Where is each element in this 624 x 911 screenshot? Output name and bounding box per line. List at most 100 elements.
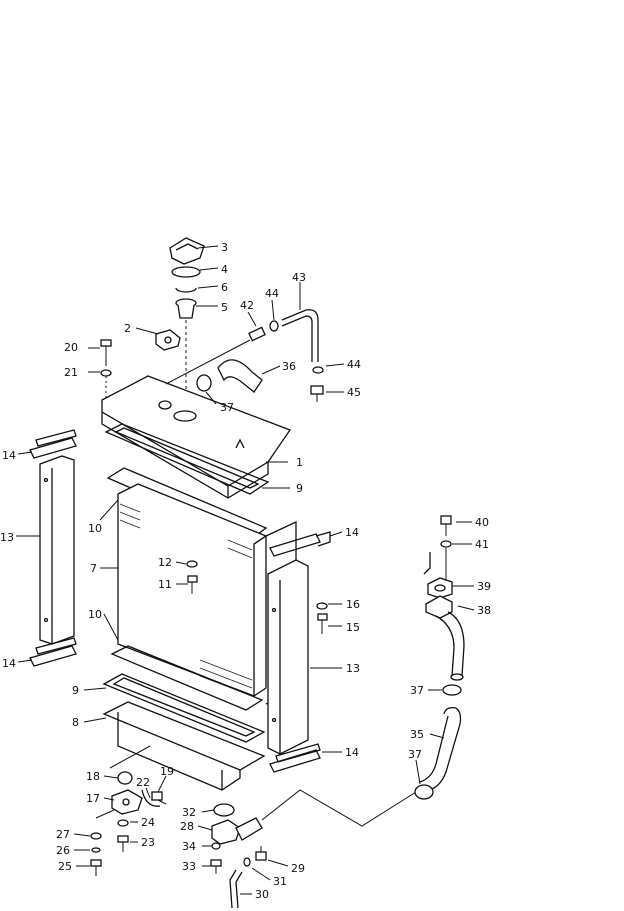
callout-26: 20 bbox=[64, 341, 78, 354]
callout-14-upper-left: 14 bbox=[2, 449, 16, 462]
callout-35: 35 bbox=[410, 728, 424, 741]
washer-12 bbox=[186, 560, 198, 568]
bracket-14-upper-left bbox=[29, 437, 77, 459]
gasket-32 bbox=[213, 803, 235, 817]
callout-37-right-upper: 37 bbox=[410, 684, 424, 697]
clamp-37-upper bbox=[196, 374, 212, 392]
bolt-26 bbox=[100, 339, 112, 366]
callout-11: 11 bbox=[158, 578, 172, 591]
filler-flange bbox=[155, 329, 181, 351]
bolt-15 bbox=[317, 613, 328, 634]
lower-tank bbox=[102, 701, 266, 791]
clamp-37-right-upper bbox=[442, 684, 462, 696]
bracket-17 bbox=[111, 789, 143, 815]
callout-34: 34 bbox=[182, 840, 196, 853]
callout-39: 39 bbox=[477, 580, 491, 593]
elbow-20 bbox=[141, 789, 161, 807]
callout-22: 24 bbox=[141, 816, 155, 829]
callout-21: 23 bbox=[141, 836, 155, 849]
bolt-40 bbox=[440, 515, 452, 536]
callout-32: 32 bbox=[182, 806, 196, 819]
washer-25 bbox=[90, 832, 102, 840]
gasket-39 bbox=[427, 577, 453, 599]
callout-45: 45 bbox=[347, 386, 361, 399]
callout-8: 8 bbox=[72, 716, 79, 729]
callout-3: 3 bbox=[221, 241, 228, 254]
callout-28: 28 bbox=[180, 820, 194, 833]
washer-41 bbox=[440, 540, 452, 548]
callout-13-left: 13 bbox=[0, 531, 14, 544]
lower-hose-35 bbox=[419, 706, 462, 791]
callout-24: 26 bbox=[56, 844, 70, 857]
drain-cock-45 bbox=[310, 385, 324, 402]
drain-hose-30 bbox=[229, 869, 243, 909]
callout-14-lower-right: 14 bbox=[345, 746, 359, 759]
bracket-14-lower-left bbox=[29, 645, 77, 667]
bolt-21 bbox=[117, 835, 129, 852]
washer-24 bbox=[91, 847, 101, 853]
callout-40: 40 bbox=[475, 516, 489, 529]
callout-20: 22 bbox=[136, 776, 150, 789]
upper-gasket-9 bbox=[104, 423, 270, 495]
elbow-pipe-38 bbox=[425, 595, 465, 681]
callout-4: 4 bbox=[221, 263, 228, 276]
bolt-33 bbox=[210, 859, 222, 874]
callout-14-lower-left: 14 bbox=[2, 657, 16, 670]
callout-41: 41 bbox=[475, 538, 489, 551]
callout-17: 17 bbox=[86, 792, 100, 805]
callout-7: 7 bbox=[90, 562, 97, 575]
leader-lines bbox=[16, 245, 475, 895]
callout-36: 36 bbox=[282, 360, 296, 373]
callout-16: 16 bbox=[346, 598, 360, 611]
callout-2: 2 bbox=[124, 322, 131, 335]
callout-18: 18 bbox=[86, 770, 100, 783]
clamp-37-right-lower bbox=[414, 784, 434, 800]
callout-30: 30 bbox=[255, 888, 269, 901]
washer-44-lower bbox=[312, 366, 324, 374]
callout-27: 21 bbox=[64, 366, 78, 379]
washer-44-upper bbox=[269, 320, 279, 332]
bolt-23 bbox=[90, 859, 102, 876]
callout-23: 25 bbox=[58, 860, 72, 873]
overflow-tube-43 bbox=[281, 309, 319, 362]
upper-tank bbox=[101, 375, 292, 499]
drain-plug-18 bbox=[117, 771, 133, 785]
washer-22 bbox=[117, 819, 129, 827]
left-side-plate-13 bbox=[39, 455, 75, 645]
callout-12: 12 bbox=[158, 556, 172, 569]
fitting-42 bbox=[165, 326, 266, 385]
callout-29: 29 bbox=[291, 862, 305, 875]
filler-neck bbox=[175, 298, 197, 319]
bolt-11 bbox=[187, 575, 198, 594]
washer-16 bbox=[316, 602, 328, 610]
callout-19: 19 bbox=[160, 765, 174, 778]
callout-13-right: 13 bbox=[346, 662, 360, 675]
callout-5: 5 bbox=[221, 301, 228, 314]
callout-25: 27 bbox=[56, 828, 70, 841]
callout-6: 6 bbox=[221, 281, 228, 294]
snap-ring bbox=[175, 287, 197, 293]
callout-9-lower: 9 bbox=[72, 684, 79, 697]
outlet-flange-28 bbox=[211, 817, 263, 845]
washer-27 bbox=[100, 369, 112, 377]
callout-14-upper-right: 14 bbox=[345, 526, 359, 539]
callout-37-right-lower: 37 bbox=[408, 748, 422, 761]
washer-31 bbox=[243, 857, 251, 867]
washer-34 bbox=[211, 842, 221, 850]
callout-labels: 3 4 6 5 2 42 44 43 36 44 45 20 21 37 1 9… bbox=[0, 241, 491, 901]
lower-gasket-9 bbox=[102, 673, 266, 743]
cap-gasket-ring bbox=[171, 266, 201, 278]
bracket-14-upper-right bbox=[269, 533, 321, 557]
callout-1: 1 bbox=[296, 456, 303, 469]
callout-10-upper: 10 bbox=[88, 522, 102, 535]
callout-10-lower: 10 bbox=[88, 608, 102, 621]
bracket-14-lower-right bbox=[269, 749, 321, 773]
callout-15: 15 bbox=[346, 621, 360, 634]
upper-hose-36 bbox=[217, 359, 263, 393]
cock-29 bbox=[255, 846, 267, 861]
lower-seal-10 bbox=[110, 645, 264, 711]
callout-9-upper: 9 bbox=[296, 482, 303, 495]
bolt-19 bbox=[151, 791, 167, 805]
radiator-cap bbox=[169, 237, 205, 265]
